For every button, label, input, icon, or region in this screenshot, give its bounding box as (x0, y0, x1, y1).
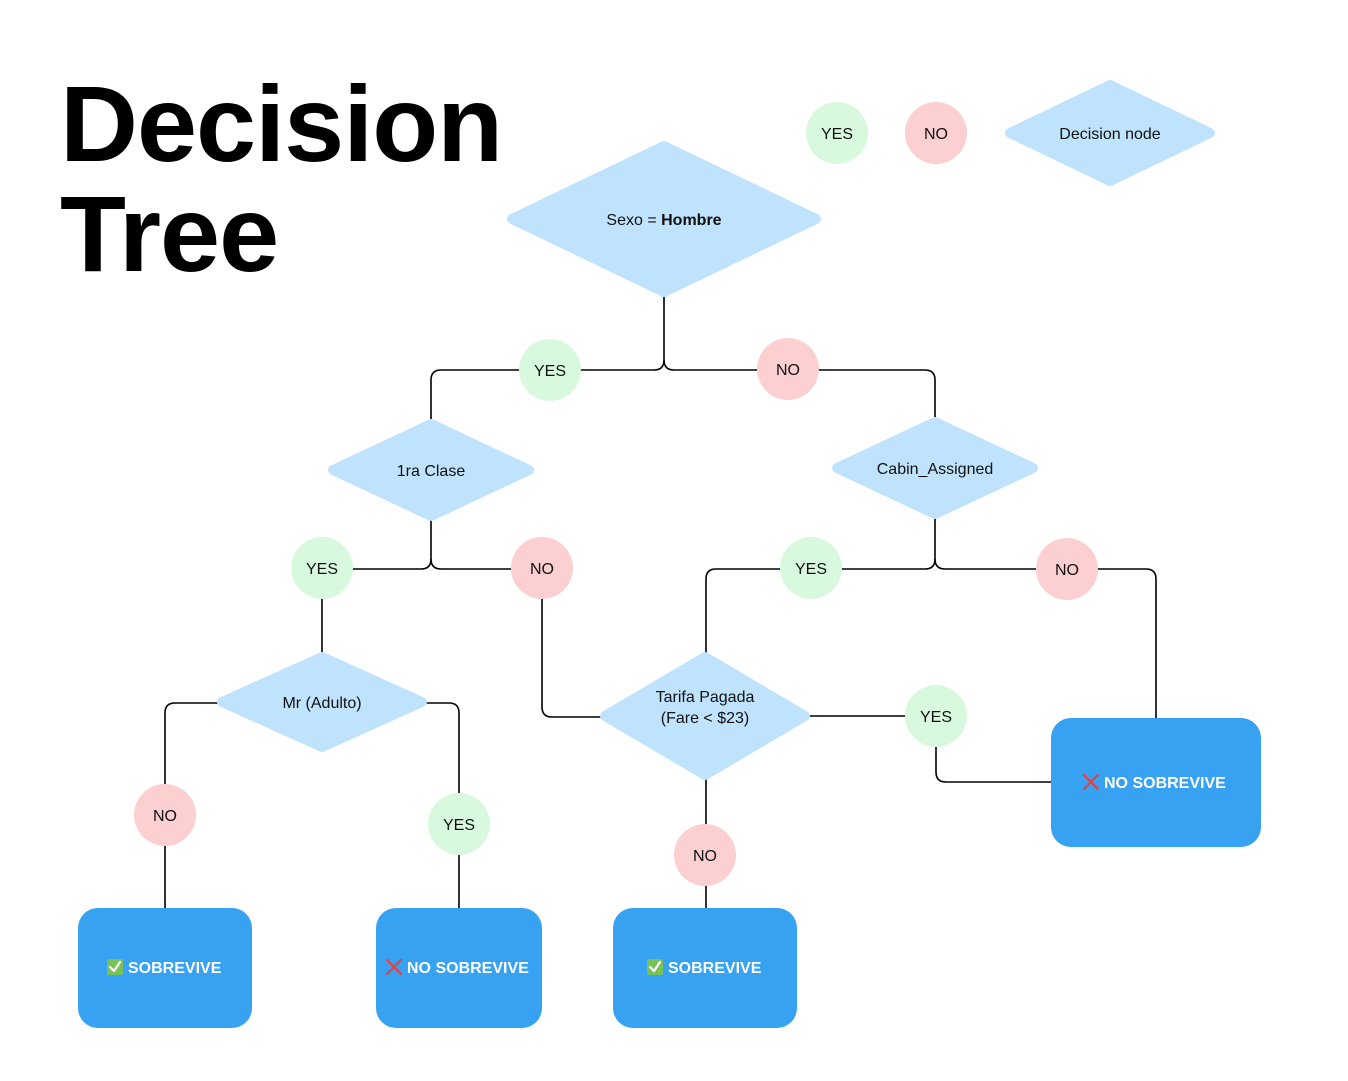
branch-mr-yes-label: YES (443, 817, 475, 834)
fare-label-line-1: Tarifa Pagada (656, 689, 755, 706)
decision-node-first-class: 1ra Clase (328, 419, 534, 521)
svg-text:Sexo = Hombre: Sexo = Hombre (606, 212, 721, 229)
title-line-2: Tree (60, 173, 279, 294)
decision-node-cabin: Cabin_Assigned (832, 417, 1038, 519)
cabin-label: Cabin_Assigned (877, 461, 994, 478)
legend-yes-circle (806, 102, 868, 164)
branch-root-no-label: NO (776, 362, 800, 379)
decision-node-root: Sexo = Hombre (507, 141, 821, 297)
leaf-survive-center-label: SOBREVIVE (668, 960, 762, 977)
leaf-survive-center: SOBREVIVE (613, 908, 797, 1028)
edge-mr-no (164, 702, 220, 908)
branch-root-no: NO (757, 338, 819, 400)
title-line-1: Decision (60, 63, 503, 184)
branch-mr-no-label: NO (153, 808, 177, 825)
edge-mr-yes (424, 702, 460, 908)
branch-class-no-label: NO (530, 561, 554, 578)
branch-root-yes: YES (519, 339, 581, 401)
branch-root-yes-label: YES (534, 363, 566, 380)
check-mark-icon (647, 959, 663, 975)
branch-class-yes-label: YES (306, 561, 338, 578)
leaf-survive-left: SOBREVIVE (78, 908, 252, 1028)
cross-mark-icon (1082, 773, 1100, 791)
branch-mr-yes: YES (428, 793, 490, 855)
branch-fare-no: NO (674, 824, 736, 886)
edge-class-no (430, 558, 603, 718)
leaf-not-survive-right: NO SOBREVIVE (1051, 718, 1261, 847)
legend-yes-label: YES (821, 126, 853, 143)
legend-decision-diamond (1005, 80, 1215, 186)
legend-no-circle (905, 102, 967, 164)
branch-cabin-yes: YES (780, 537, 842, 599)
leaf-not-survive-middle: NO SOBREVIVE (376, 908, 542, 1028)
branch-mr-no: NO (134, 784, 196, 846)
leaf-not-survive-middle-label: NO SOBREVIVE (407, 960, 529, 977)
first-class-label: 1ra Clase (397, 463, 466, 480)
check-mark-icon (107, 959, 123, 975)
fare-label-line-2: (Fare < $23) (661, 710, 749, 727)
branch-class-yes: YES (291, 537, 353, 599)
mr-label: Mr (Adulto) (282, 695, 361, 712)
cross-mark-icon (385, 958, 403, 976)
root-bold: Hombre (661, 212, 722, 229)
branch-cabin-yes-label: YES (795, 561, 827, 578)
decision-node-fare: Tarifa Pagada (Fare < $23) (600, 652, 810, 780)
leaf-survive-left-label: SOBREVIVE (128, 960, 222, 977)
branch-class-no: NO (511, 537, 573, 599)
branch-cabin-no-label: NO (1055, 562, 1079, 579)
edge-root-no (663, 359, 936, 420)
connectors (164, 295, 1157, 908)
legend-no-label: NO (924, 126, 948, 143)
decision-node-mr: Mr (Adulto) (217, 652, 427, 752)
branch-fare-yes: YES (905, 685, 967, 747)
edge-fare-yes (806, 715, 1051, 783)
legend-decision-label: Decision node (1059, 126, 1161, 143)
leaf-not-survive-right-label: NO SOBREVIVE (1104, 775, 1226, 792)
branch-cabin-no: NO (1036, 538, 1098, 600)
branch-fare-yes-label: YES (920, 709, 952, 726)
branch-fare-no-label: NO (693, 848, 717, 865)
root-prefix: Sexo = (606, 212, 661, 229)
edge-cabin-no (934, 558, 1157, 718)
legend: YES NO Decision node (806, 80, 1215, 186)
